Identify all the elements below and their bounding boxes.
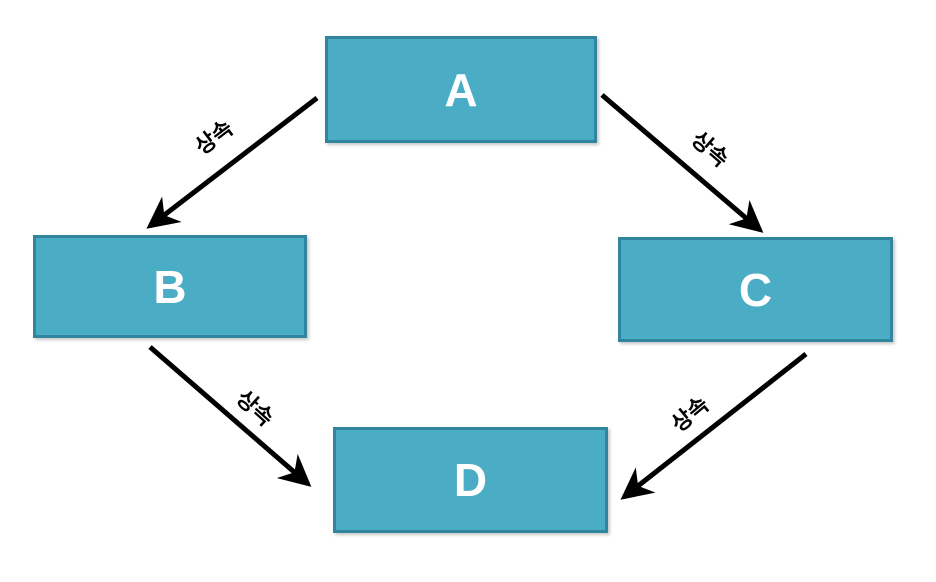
edge-a-b-arrow — [146, 96, 319, 229]
edge-c-d-arrow — [620, 352, 808, 500]
node-c: C — [618, 237, 893, 342]
edge-b-d-arrow — [148, 345, 312, 487]
node-a: A — [325, 36, 597, 143]
node-c-label: C — [738, 263, 773, 316]
node-d: D — [333, 427, 608, 533]
edge-a-c-arrow — [600, 93, 764, 233]
node-a-label: A — [444, 63, 478, 116]
node-d-label: D — [453, 454, 488, 506]
node-b: B — [33, 235, 307, 338]
node-b-label: B — [153, 260, 187, 313]
